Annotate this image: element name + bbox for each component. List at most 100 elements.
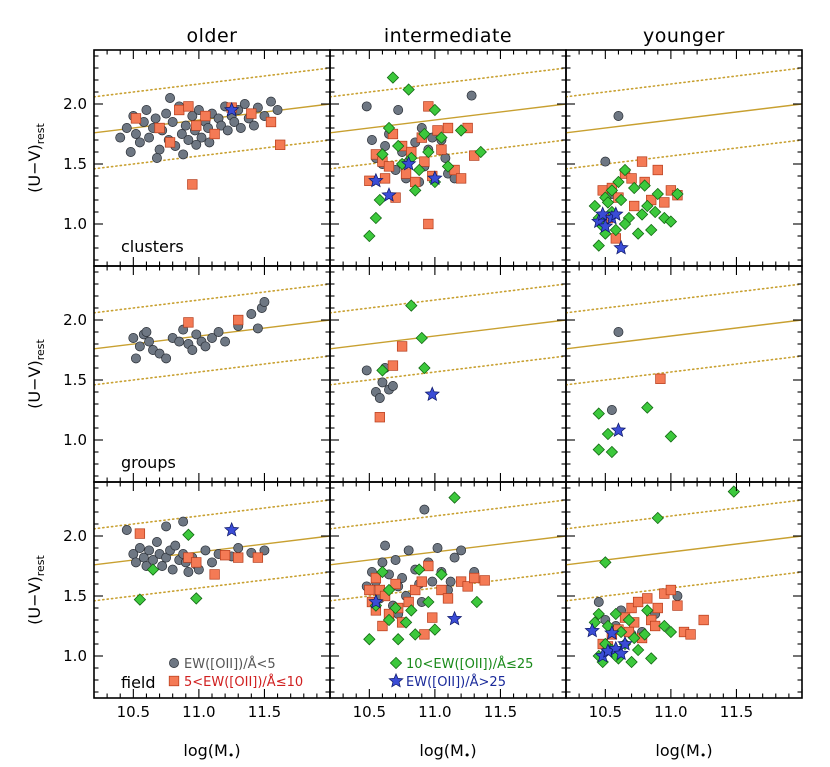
point-orange [423,218,434,230]
point-gray [361,101,372,112]
point-green [612,175,625,189]
legend-green-label: 10<EW([OII])/Å≤25 [406,656,533,672]
point-gray [387,381,398,391]
point-green [422,595,435,609]
point-gray [144,545,155,556]
point-gray [134,137,145,148]
point-gray [213,327,224,337]
point-orange [632,596,644,608]
point-green [618,217,632,231]
point-green [601,427,615,441]
point-green [628,631,641,645]
point-orange [659,197,670,208]
point-orange [455,173,467,184]
y-tick-label: 1.5 [63,587,87,605]
point-gray [121,123,132,133]
panel-groups-intermediate [329,265,567,483]
point-gray [144,132,155,143]
point-orange [672,600,683,611]
lower-bound-line [94,139,330,170]
point-blue [604,625,620,640]
x-axis-label-end: ) [470,741,476,760]
point-blue [424,386,440,401]
point-gray [174,336,185,347]
point-orange [377,620,388,632]
point-green [402,83,415,96]
point-green [605,445,619,459]
point-green [592,239,605,252]
point-blue [223,521,240,537]
upper-bound-line [566,67,802,98]
point-orange [233,314,244,326]
point-green [614,625,628,639]
point-gray [427,576,438,587]
y-axis-label-sub: rest [34,338,47,360]
point-blue [368,593,384,609]
point-green [373,193,386,207]
point-gray [200,341,211,352]
row-label-groups: groups [121,453,176,472]
point-blue [608,206,624,221]
point-gray [367,135,377,145]
point-gray [419,504,430,515]
point-gray [361,365,372,376]
panel-groups-younger [565,265,803,483]
x-axis-label: log(M•) [183,741,240,762]
point-green [645,652,658,665]
point-orange [436,144,447,155]
point-orange [403,596,414,608]
ticks [565,266,803,482]
x-axis-label: log(M•) [655,741,712,762]
column-title-older: older [187,25,238,47]
red-sequence-line [566,319,802,350]
point-green [454,124,468,137]
point-gray [167,564,178,575]
upper-bound-line [94,499,330,530]
point-orange [191,120,202,131]
point-orange [187,179,198,190]
point-green [592,607,605,621]
upper-bound-line [566,283,802,314]
point-green [418,361,431,375]
point-blue [584,622,600,638]
x-tick-label: 11.5 [720,703,753,721]
legend-gray-label: EW([OII])/Å<5 [184,656,276,672]
point-gray [165,93,175,103]
row-label-field: field [121,673,156,692]
point-gray [196,132,207,143]
point-green [470,595,484,609]
point-green [146,563,160,576]
point-green [409,628,422,641]
point-orange [419,156,430,167]
point-gray [207,333,217,343]
plot-area [94,283,330,386]
y-tick-label: 2.0 [63,95,87,113]
point-gray [235,123,246,133]
point-orange [275,139,286,150]
point-orange [246,108,257,119]
upper-bound-line [330,67,566,98]
point-gray [600,156,611,167]
point-orange [423,560,434,572]
point-green [641,604,654,617]
x-axis-label-main: log(M [183,741,227,760]
point-green [631,643,645,657]
point-gray [144,336,155,347]
point-gray [187,345,198,355]
x-axis-label-sub: • [228,749,235,762]
point-gray [204,137,215,148]
panel-clusters-younger [565,49,803,267]
point-orange [636,156,648,167]
point-orange [130,113,142,124]
point-green [363,229,376,243]
point-orange [416,576,427,587]
point-green [405,604,418,617]
point-green [382,121,396,135]
point-green [392,139,405,153]
x-axis-label-main: log(M [655,741,699,760]
point-gray [131,353,141,364]
point-orange [209,569,220,580]
